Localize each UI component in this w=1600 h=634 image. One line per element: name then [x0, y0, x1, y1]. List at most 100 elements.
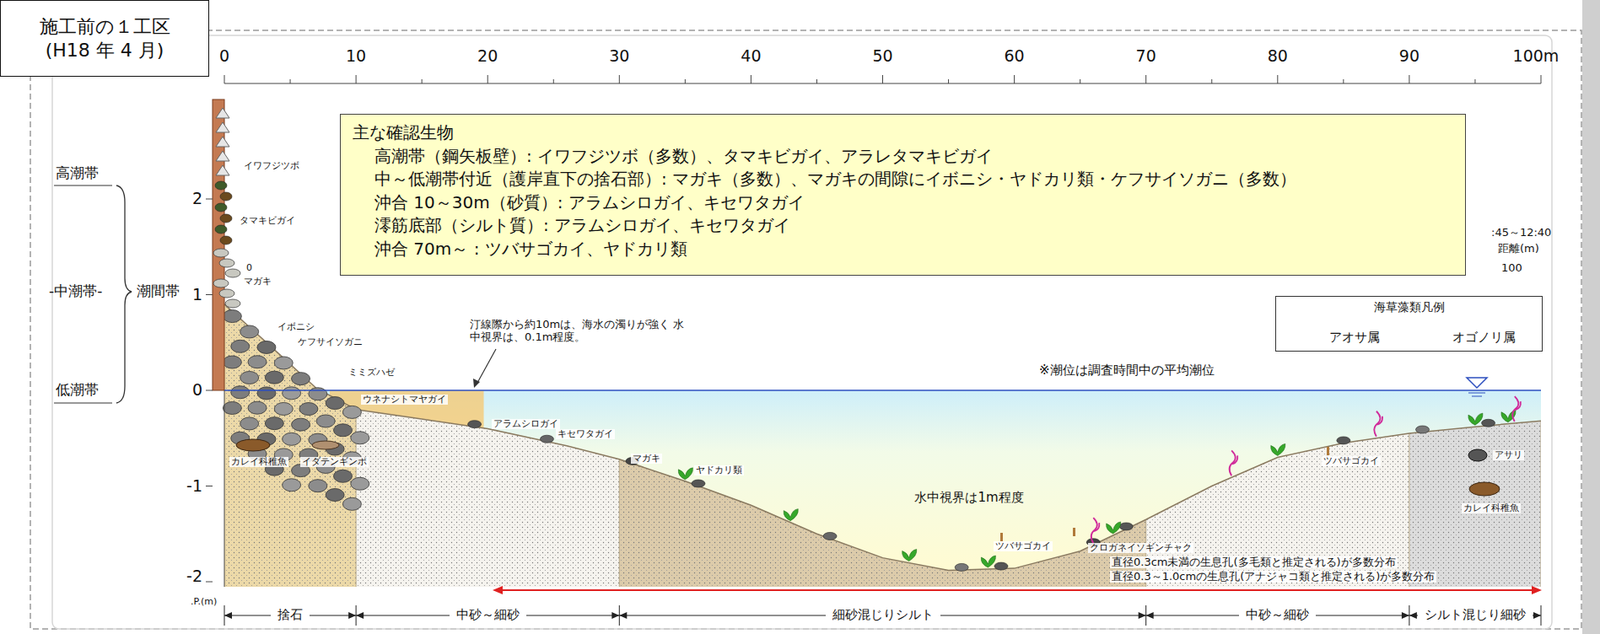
axis-tick — [750, 75, 752, 84]
arrowhead — [1409, 612, 1417, 620]
box-body-line: 高潮帯（鋼矢板壁）: イワフジツボ（多数）、タマキビガイ、アラレタマキビガイ — [352, 145, 1454, 169]
oyster — [219, 258, 235, 268]
sediment-boundary — [355, 253, 357, 588]
leader-line — [477, 349, 496, 383]
riprap-stone — [231, 386, 250, 399]
oyster — [219, 289, 235, 298]
riprap-stone — [231, 339, 250, 353]
arrowhead — [1401, 612, 1410, 620]
periwinkle — [215, 181, 227, 190]
aosa-seaweed — [1106, 522, 1121, 534]
box-heading: 施工前の１工区 (H18 年 4 月) — [32, 15, 178, 62]
oyster — [213, 248, 229, 258]
species-label: ヤドカリ類 — [694, 465, 744, 477]
axis-tick — [1079, 79, 1081, 84]
aosa-seaweed — [902, 549, 917, 562]
sediment-label: 中砂～細砂 — [1239, 608, 1316, 623]
axis-tick — [1013, 75, 1015, 84]
shell — [1481, 419, 1496, 427]
axis-tick — [882, 75, 884, 84]
shell — [823, 532, 837, 540]
axis-number: 0 — [219, 47, 230, 66]
water-level-mark — [1466, 377, 1487, 388]
aosa-seaweed — [980, 555, 996, 568]
arrowhead — [1533, 612, 1541, 620]
riprap-stone — [264, 371, 284, 384]
axis-tick — [1145, 75, 1147, 84]
riprap-stone — [333, 424, 352, 437]
riprap-stone — [257, 340, 276, 354]
axis-tick — [1342, 79, 1344, 84]
shell — [1336, 436, 1351, 445]
sediment-label: 中砂～細砂 — [449, 608, 527, 623]
axis-number: 2 — [192, 189, 203, 209]
shell — [954, 563, 969, 572]
riprap-stone — [308, 479, 328, 493]
axis-number: 100 — [1501, 262, 1523, 275]
riprap-stone — [282, 432, 302, 446]
worm-tube — [1000, 533, 1003, 542]
species-label: アラムシロガイ — [491, 419, 561, 431]
sediment-boundary — [1145, 253, 1147, 588]
arrowhead — [1138, 612, 1147, 620]
note: ※潮位は調査時間中の平均潮位 — [1039, 363, 1215, 378]
axis-tick — [1408, 75, 1410, 84]
axis-tick — [205, 294, 213, 296]
riprap-stone — [350, 431, 370, 445]
survey-time: :45～12:40 — [1491, 226, 1552, 240]
organism-list-box: 主な確認生物高潮帯（鋼矢板壁）: イワフジツボ（多数）、タマキビガイ、アラレタマ… — [339, 113, 1466, 276]
box-body-line: 澪筋底部（シルト質）: アラムシロガイ、キセワタガイ — [352, 214, 1454, 238]
note: 水中視界は1m程度 — [914, 490, 1024, 506]
ogonori-seaweed — [1373, 411, 1383, 437]
axis-tick — [290, 79, 291, 84]
shell — [691, 479, 706, 488]
box-body-line: 沖合 70m～ : ツバサゴカイ、ヤドカリ類 — [352, 237, 1454, 262]
arrowhead — [348, 612, 356, 620]
riprap-stone — [291, 418, 311, 431]
axis-tick — [1474, 79, 1476, 84]
axis-tick — [421, 79, 423, 84]
riprap-stone — [282, 479, 302, 492]
seaweeds — [678, 396, 1521, 568]
axis-tick — [619, 75, 620, 84]
axis-number: 100m — [1513, 47, 1560, 66]
worm-tube — [1326, 447, 1330, 456]
aosa-seaweed — [678, 468, 693, 480]
species-label: イボニシ — [275, 322, 317, 334]
juvenile-flatfish — [236, 439, 270, 452]
arrowhead — [492, 586, 503, 595]
axis-number: 40 — [740, 47, 761, 66]
axis-tick — [553, 79, 555, 84]
riprap-stone — [299, 403, 318, 416]
species-label: クロガネイソギンチャク — [1088, 543, 1194, 555]
riprap-stone — [274, 356, 293, 370]
axis-tick — [948, 79, 949, 84]
axis-tick — [1211, 79, 1213, 84]
shell — [1119, 522, 1133, 531]
arrowhead — [611, 612, 620, 620]
ogonori-seaweed — [1512, 396, 1521, 422]
species-label: ウネナシトマヤガイ — [360, 394, 448, 406]
riprap-stone — [247, 401, 267, 415]
note: 汀線際から約10mは、海水の濁りが強く 水中視界は、0.1m程度。 — [469, 318, 688, 345]
worm-tube — [1072, 527, 1076, 537]
axis-tick — [1276, 75, 1278, 84]
axis-tick — [684, 79, 686, 84]
shell — [994, 562, 1008, 571]
intertidal-bracket — [116, 185, 132, 404]
axis-number: 30 — [608, 47, 630, 66]
box-body-line: 中～低潮帯付近（護岸直下の捨石部）: マガキ（多数）、マガキの間隙にイボニシ・ヤ… — [352, 167, 1454, 192]
species-label: カレイ科稚魚 — [229, 457, 289, 469]
riprap-stone — [257, 387, 276, 400]
seabed-profile — [224, 304, 1541, 572]
axis-tick — [1540, 75, 1542, 84]
riprap-stone — [264, 417, 284, 431]
shell — [539, 435, 554, 443]
box-body-line: 沖合 10～30m（砂質）: アラムシロガイ、キセワタガイ — [352, 191, 1454, 216]
riprap-stone — [222, 401, 242, 415]
sediment-label: シルト混じり細砂 — [1417, 608, 1533, 623]
species-label: イワフジツボ — [242, 161, 302, 173]
arrowhead — [619, 612, 627, 620]
zone-underline — [53, 403, 113, 405]
